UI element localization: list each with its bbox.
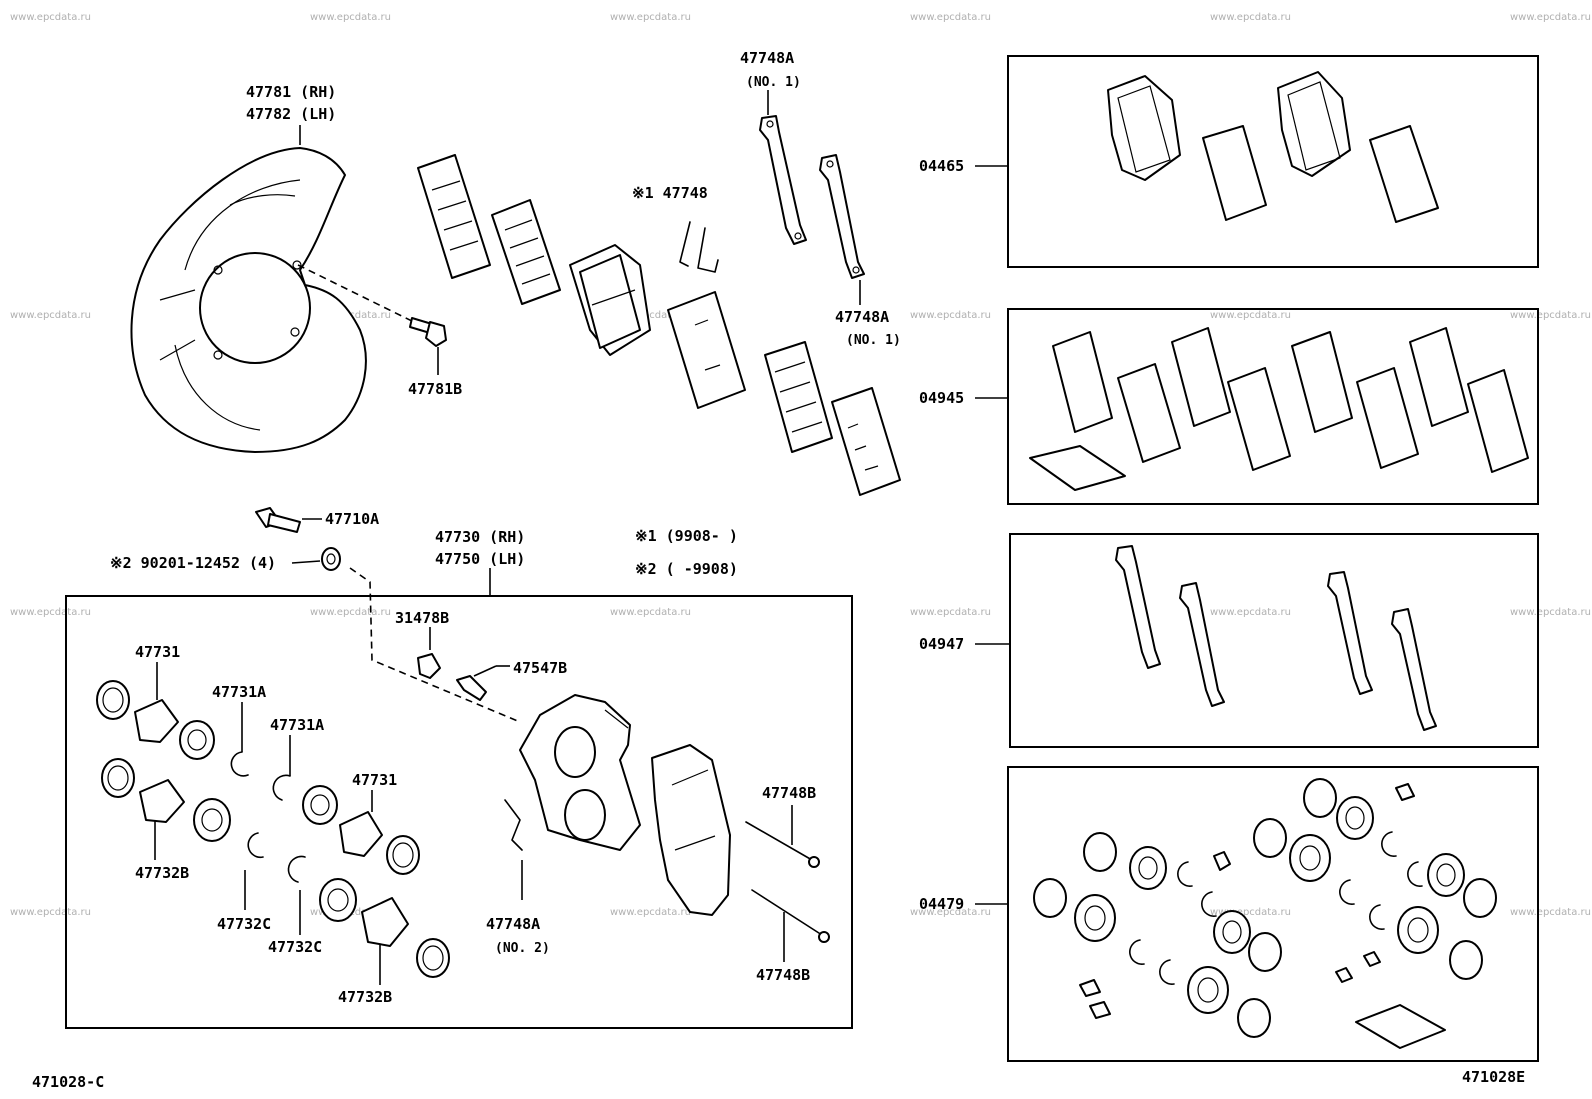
gasket-drawing <box>321 547 341 571</box>
watermark: www.epcdata.ru <box>310 607 391 618</box>
watermark: www.epcdata.ru <box>610 310 691 321</box>
label-note-2: ※2 ( -9908) <box>635 560 738 578</box>
kit-box-seals <box>1007 766 1539 1062</box>
label-seal-2[interactable]: 47731A <box>270 716 324 734</box>
outer-shim-drawing[interactable] <box>417 154 491 279</box>
piston-seal-group <box>96 680 450 978</box>
watermark: www.epcdata.ru <box>1510 607 1591 618</box>
label-dust-shield-rh[interactable]: 47781 (RH) <box>246 83 336 101</box>
watermarks: www.epcdata.ru www.epcdata.ru www.epcdat… <box>10 12 1591 918</box>
label-pad-pin-1[interactable]: 47748B <box>762 784 816 802</box>
watermark: www.epcdata.ru <box>10 12 91 23</box>
pad-support-clip-drawing[interactable] <box>819 154 865 279</box>
pad-pin-drawing[interactable] <box>745 821 820 868</box>
label-pad-support-clip-no1-right[interactable]: 47748A <box>835 308 889 326</box>
label-plug[interactable]: 31478B <box>395 609 449 627</box>
label-kit-seals[interactable]: 04479 <box>919 895 964 913</box>
watermark: www.epcdata.ru <box>910 607 991 618</box>
kit-clips-drawing[interactable] <box>1115 545 1437 731</box>
kit-pads-drawing[interactable] <box>1107 71 1439 223</box>
label-union-bolt[interactable]: 47710A <box>325 510 379 528</box>
label-caliper-lh[interactable]: 47750 (LH) <box>435 550 525 568</box>
watermark: www.epcdata.ru <box>910 12 991 23</box>
label-pad-support-clip-no1-top[interactable]: 47748A <box>740 49 794 67</box>
watermark: www.epcdata.ru <box>610 907 691 918</box>
kit-shims-drawing[interactable] <box>1029 327 1529 491</box>
brake-pad-backing-drawing[interactable] <box>667 291 746 409</box>
kit-seals-drawing[interactable] <box>1033 778 1497 1049</box>
label-anti-squeal-spring[interactable]: ※1 47748 <box>632 184 708 202</box>
watermark: www.epcdata.ru <box>10 310 91 321</box>
pad-support-clip-drawing[interactable] <box>759 115 807 245</box>
label-caliper-rh[interactable]: 47730 (RH) <box>435 528 525 546</box>
label-boot-1[interactable]: 47732B <box>135 864 189 882</box>
label-ring-1[interactable]: 47732C <box>217 915 271 933</box>
dust-shield-drawing[interactable] <box>130 147 367 453</box>
label-kit-shims[interactable]: 04945 <box>919 389 964 407</box>
watermark: www.epcdata.ru <box>1210 310 1291 321</box>
union-bolt-drawing[interactable] <box>255 507 301 533</box>
watermark: www.epcdata.ru <box>1510 907 1591 918</box>
watermark: www.epcdata.ru <box>610 607 691 618</box>
label-kit-pads[interactable]: 04465 <box>919 157 964 175</box>
label-seal-1[interactable]: 47731A <box>212 683 266 701</box>
inner-shim-drawing[interactable] <box>764 341 833 453</box>
label-pad-clip-no2-sub: (NO. 2) <box>495 941 550 956</box>
label-piston-2[interactable]: 47731 <box>352 771 397 789</box>
watermark: www.epcdata.ru <box>1210 907 1291 918</box>
brake-pad-drawing[interactable] <box>569 244 651 356</box>
label-ring-2[interactable]: 47732C <box>268 938 322 956</box>
watermark: www.epcdata.ru <box>310 12 391 23</box>
watermark: www.epcdata.ru <box>910 907 991 918</box>
pad-pin-drawing[interactable] <box>751 889 830 943</box>
bleeder-plug-drawing[interactable] <box>456 675 487 701</box>
label-note-1: ※1 (9908- ) <box>635 527 738 545</box>
label-pad-support-clip-no1-top-sub: (NO. 1) <box>746 75 801 90</box>
anti-squeal-shim-drawing[interactable] <box>491 199 561 305</box>
plug-drawing[interactable] <box>417 653 441 679</box>
pad-clip-no2-drawing <box>504 799 523 851</box>
figure-code-right: 471028E <box>1462 1068 1525 1086</box>
watermark: www.epcdata.ru <box>1510 12 1591 23</box>
caliper-half-drawing[interactable] <box>651 744 731 916</box>
figure-code-left: 471028-C <box>32 1073 104 1091</box>
label-kit-clips[interactable]: 04947 <box>919 635 964 653</box>
label-shield-bolt[interactable]: 47781B <box>408 380 462 398</box>
watermark: www.epcdata.ru <box>610 12 691 23</box>
watermark: www.epcdata.ru <box>1210 12 1291 23</box>
watermark: www.epcdata.ru <box>910 310 991 321</box>
label-pad-support-clip-no1-right-sub: (NO. 1) <box>846 333 901 348</box>
caliper-assembly-box <box>65 595 853 1029</box>
label-dust-shield-lh[interactable]: 47782 (LH) <box>246 105 336 123</box>
label-piston-1[interactable]: 47731 <box>135 643 180 661</box>
kit-box-pads <box>1007 55 1539 268</box>
label-boot-2[interactable]: 47732B <box>338 988 392 1006</box>
label-gasket[interactable]: ※2 90201-12452 (4) <box>110 554 276 572</box>
watermark: www.epcdata.ru <box>10 607 91 618</box>
inner-anti-squeal-shim-drawing[interactable] <box>831 387 901 496</box>
watermark: www.epcdata.ru <box>10 907 91 918</box>
kit-box-clips <box>1009 533 1539 748</box>
shield-bolt-drawing[interactable] <box>409 317 447 347</box>
watermark: www.epcdata.ru <box>1510 310 1591 321</box>
label-bleeder-plug[interactable]: 47547B <box>513 659 567 677</box>
kit-box-shims <box>1007 308 1539 505</box>
caliper-body-drawing[interactable] <box>519 694 641 851</box>
watermark: www.epcdata.ru <box>1210 607 1291 618</box>
label-pad-clip-no2[interactable]: 47748A <box>486 915 540 933</box>
anti-squeal-spring-drawing <box>679 221 719 273</box>
label-pad-pin-2[interactable]: 47748B <box>756 966 810 984</box>
